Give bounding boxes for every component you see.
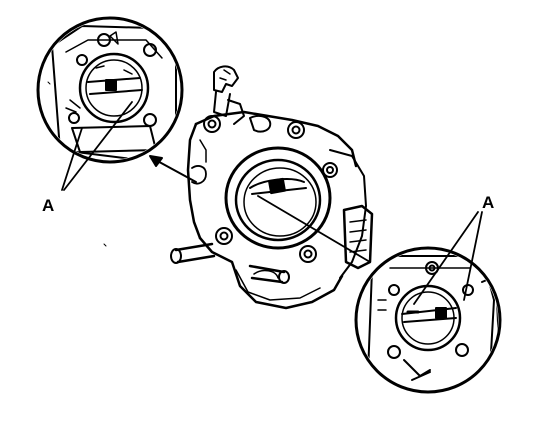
throttle-body bbox=[170, 65, 374, 310]
callout-label-a-right: A bbox=[482, 193, 495, 212]
left-inset bbox=[36, 16, 184, 191]
callout-label-a-left: A bbox=[42, 196, 55, 215]
arrow-to-left-inset bbox=[149, 155, 197, 183]
connector-top bbox=[213, 65, 245, 125]
right-inset bbox=[354, 211, 502, 394]
scan-specks bbox=[47, 81, 107, 247]
